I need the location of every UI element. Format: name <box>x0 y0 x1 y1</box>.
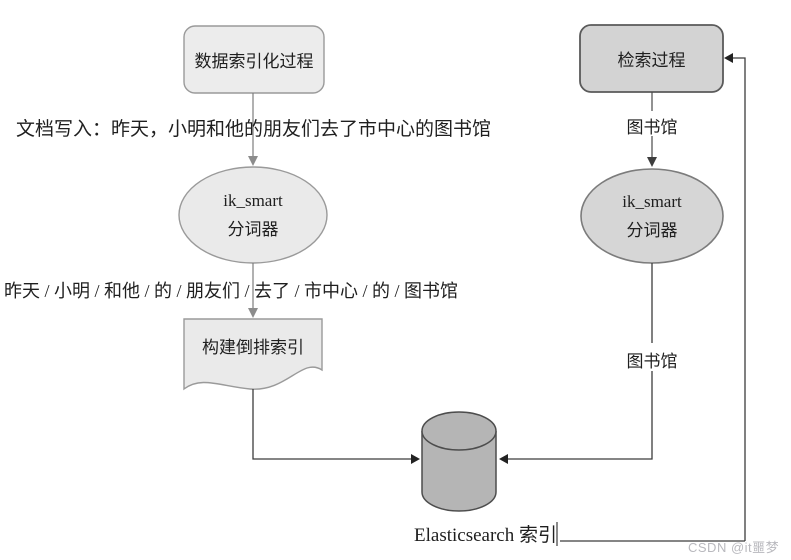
tokenizer-left-label: ik_smart 分词器 <box>179 186 327 244</box>
es-cylinder-top <box>421 411 497 451</box>
inverted-index-label: 构建倒排索引 <box>202 337 304 357</box>
arrowhead-cylinder-left <box>411 454 420 464</box>
search-process-title: 检索过程 <box>617 51 686 70</box>
tokenizer-right-label: ik_smart 分词器 <box>578 187 726 245</box>
query-term-label-top: 图书馆 <box>626 118 678 137</box>
document-input-text: 文档写入：昨天，小明和他的朋友们去了市中心的图书馆 <box>16 119 492 140</box>
es-cylinder-body <box>421 431 497 512</box>
es-index-label: Elasticsearch 索引 <box>414 525 557 546</box>
arrowhead-document <box>248 308 258 318</box>
tokenizer-left-line1: ik_smart <box>223 191 283 210</box>
feedback-line-vertical <box>733 57 746 541</box>
arrowhead-tokenizer-right <box>647 157 657 167</box>
watermark: CSDN @it噩梦 <box>688 540 780 555</box>
connector-term-to-cylinder <box>508 371 653 460</box>
tokenizer-left-line2: 分词器 <box>227 220 279 239</box>
tokenizer-right-line2: 分词器 <box>626 221 678 240</box>
arrowhead-tokenizer-left <box>248 156 258 166</box>
connector-document-to-cylinder <box>252 389 411 460</box>
tokenizer-right-line1: ik_smart <box>622 192 682 211</box>
arrowhead-search-box <box>724 53 733 63</box>
indexing-process-title: 数据索引化过程 <box>194 52 314 71</box>
document-shape <box>183 318 323 391</box>
token-output-text: 昨天 / 小明 / 和他 / 的 / 朋友们 / 去了 / 市中心 / 的 / … <box>4 281 459 301</box>
query-term-label-bottom: 图书馆 <box>626 352 678 371</box>
indexing-process-box <box>183 25 325 94</box>
arrowhead-cylinder-right <box>499 454 508 464</box>
